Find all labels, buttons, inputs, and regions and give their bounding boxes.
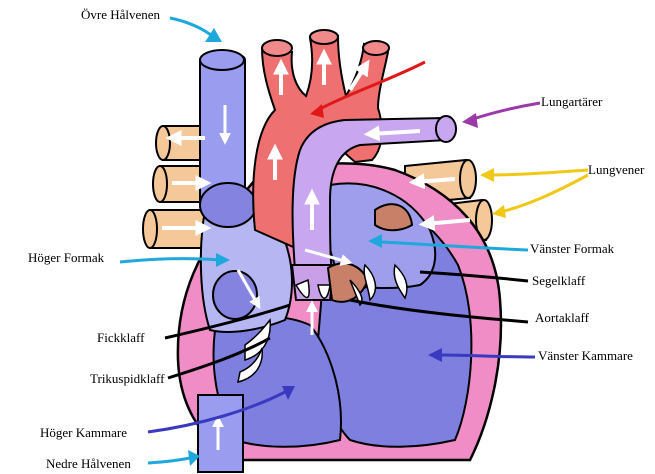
mitral-flap-right: [374, 203, 414, 232]
label-nedre-halvenen: Nedre Hålvenen: [46, 456, 131, 471]
label-lungartarer: Lungartärer: [541, 94, 603, 109]
label-fickklaff: Fickklaff: [97, 330, 145, 345]
label-pointers: [119, 16, 589, 466]
pulmonary-artery: [291, 115, 457, 277]
valves: [237, 203, 414, 383]
label-lungvener: Lungvener: [588, 162, 645, 177]
label-vanster-kammare: Vänster Kammare: [538, 348, 633, 363]
label-vanster-formak: Vänster Formak: [530, 241, 615, 256]
flow-arrows: [162, 105, 471, 450]
label-trikuspidklaff: Trikuspidklaff: [90, 371, 165, 386]
label-ovre-halvenen: Övre Hålvenen: [81, 7, 161, 22]
label-hoger-kammare: Höger Kammare: [40, 425, 127, 440]
label-hoger-formak: Höger Formak: [28, 250, 105, 265]
label-segelklaff: Segelklaff: [532, 273, 586, 288]
label-aortaklaff: Aortaklaff: [535, 310, 589, 325]
